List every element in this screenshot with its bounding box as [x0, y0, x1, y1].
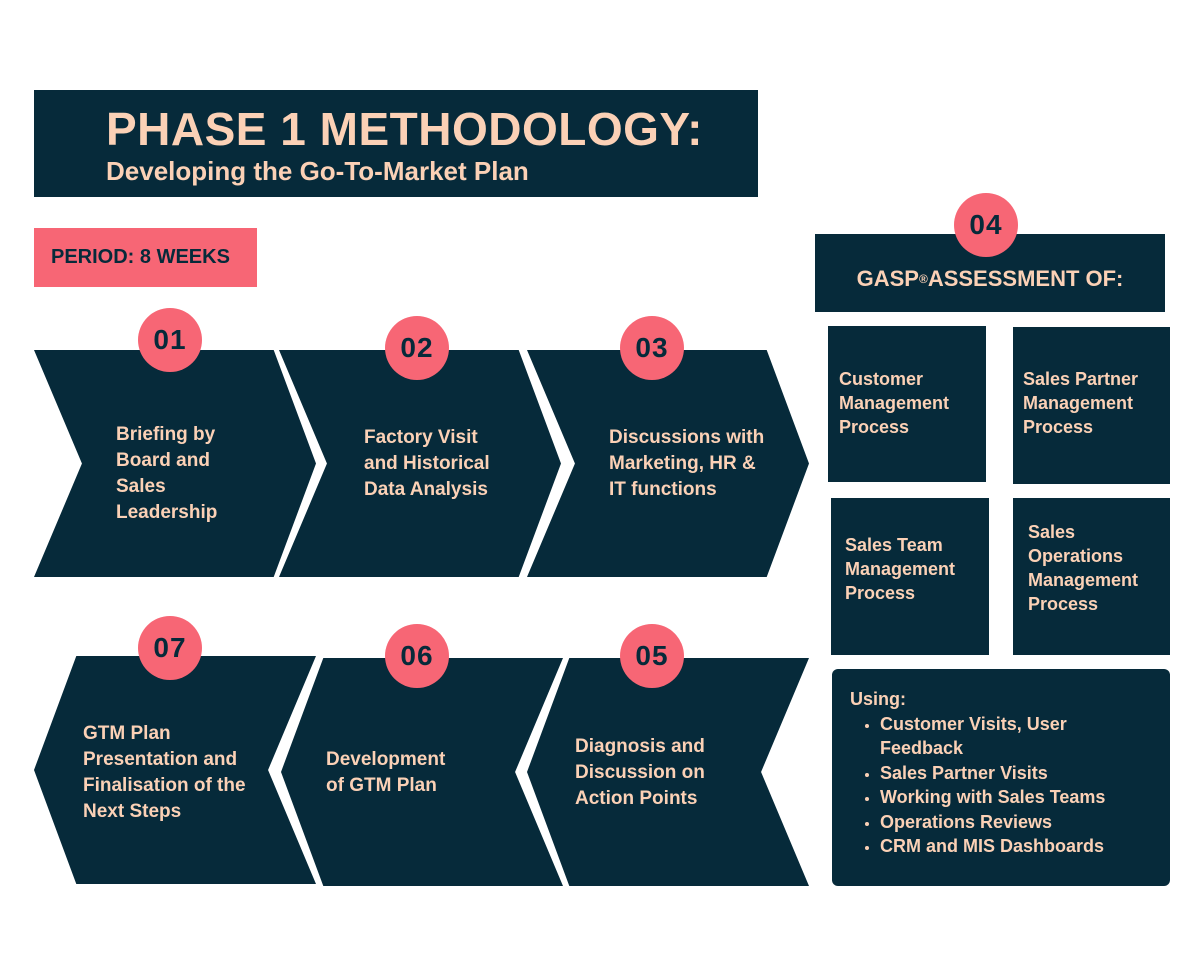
list-item: CRM and MIS Dashboards: [880, 834, 1170, 859]
step-01-badge: 01: [138, 308, 202, 372]
registered-mark: ®: [918, 272, 928, 286]
step-07-badge: 07: [138, 616, 202, 680]
period-badge: PERIOD: 8 WEEKS: [34, 228, 257, 287]
using-label: Using:: [850, 689, 906, 709]
assessment-heading-suffix: ASSESSMENT OF:: [927, 266, 1124, 291]
assessment-heading: GASP®ASSESSMENT OF:: [815, 234, 1165, 312]
list-item: Sales Partner Visits: [880, 761, 1170, 786]
step-06-badge: 06: [385, 624, 449, 688]
step-04-badge: 04: [954, 193, 1018, 257]
list-item: Operations Reviews: [880, 810, 1170, 835]
title-banner: PHASE 1 METHODOLOGY: Developing the Go-T…: [34, 90, 758, 197]
page-title: PHASE 1 METHODOLOGY:: [106, 103, 703, 155]
assessment-heading-prefix: GASP: [856, 266, 919, 291]
list-item: Working with Sales Teams: [880, 785, 1170, 810]
page-subtitle: Developing the Go-To-Market Plan: [106, 156, 529, 186]
step-02-badge: 02: [385, 316, 449, 380]
step-05-badge: 05: [620, 624, 684, 688]
step-03-badge: 03: [620, 316, 684, 380]
